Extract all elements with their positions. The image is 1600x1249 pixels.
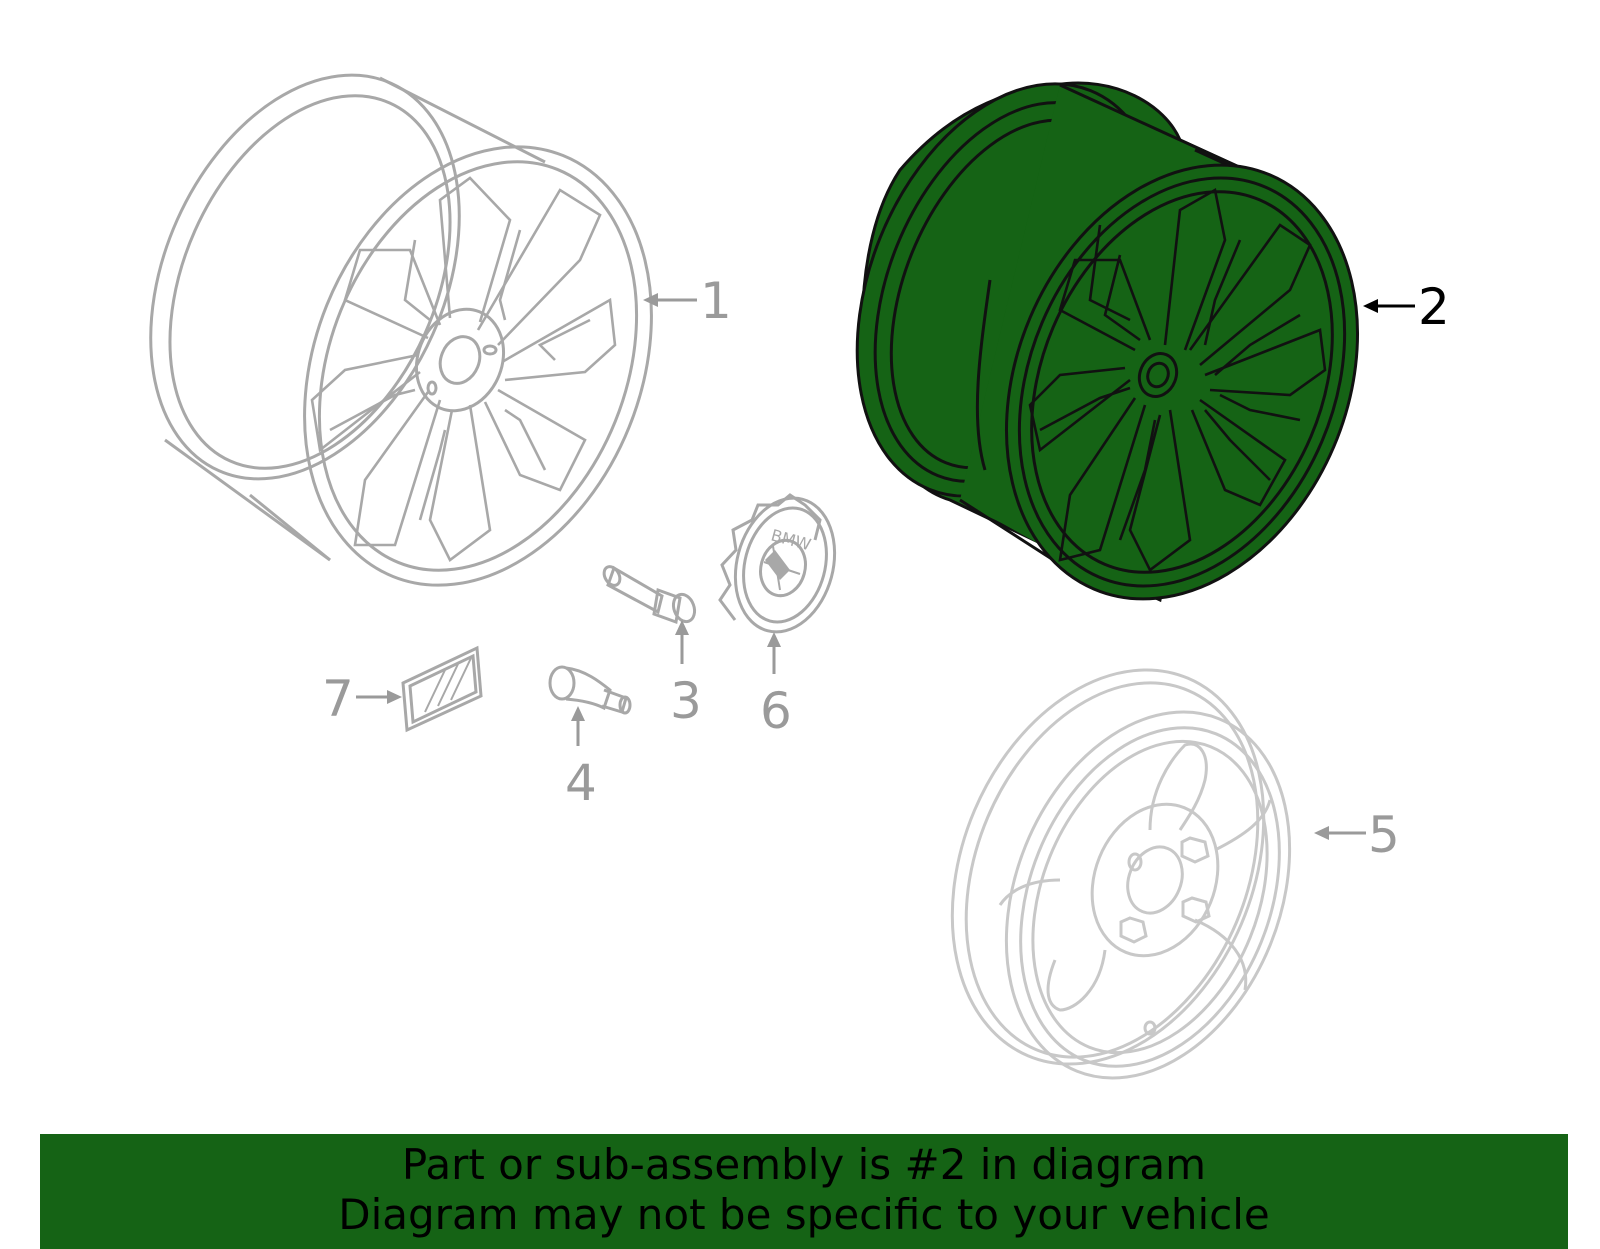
callout-label-1: 1	[700, 272, 732, 330]
callout-label-5: 5	[1368, 806, 1400, 864]
callout-label-2: 2	[1418, 278, 1450, 336]
callout-7[interactable]: 7	[322, 670, 402, 728]
callout-4[interactable]: 4	[565, 706, 597, 812]
callout-label-7: 7	[322, 670, 354, 728]
callout-label-3: 3	[670, 672, 702, 730]
callout-1[interactable]: 1	[643, 272, 732, 330]
callout-5[interactable]: 5	[1314, 806, 1400, 864]
valve-stem-part-4[interactable]	[548, 665, 632, 715]
callout-2[interactable]: 2	[1363, 278, 1450, 336]
info-banner: Part or sub-assembly is #2 in diagram Di…	[40, 1134, 1568, 1249]
badge-plate-part-7[interactable]	[401, 645, 483, 733]
banner-line-2: Diagram may not be specific to your vehi…	[338, 1190, 1270, 1239]
cap-logo-text: BMW	[769, 526, 813, 555]
callout-3[interactable]: 3	[670, 620, 702, 730]
center-cap-part-6[interactable]: BMW	[718, 487, 849, 643]
callout-6[interactable]: 6	[760, 632, 792, 740]
wheel-bolt-part-3[interactable]	[601, 564, 698, 625]
wheel-part-1[interactable]	[91, 26, 714, 637]
callout-label-6: 6	[760, 682, 792, 740]
parts-diagram: BMW 1 2	[91, 26, 1450, 1121]
spare-wheel-part-5[interactable]	[894, 622, 1341, 1121]
banner-line-1: Part or sub-assembly is #2 in diagram	[401, 1140, 1207, 1189]
callout-label-4: 4	[565, 754, 597, 812]
wheel-part-2-highlighted[interactable]	[800, 38, 1422, 653]
